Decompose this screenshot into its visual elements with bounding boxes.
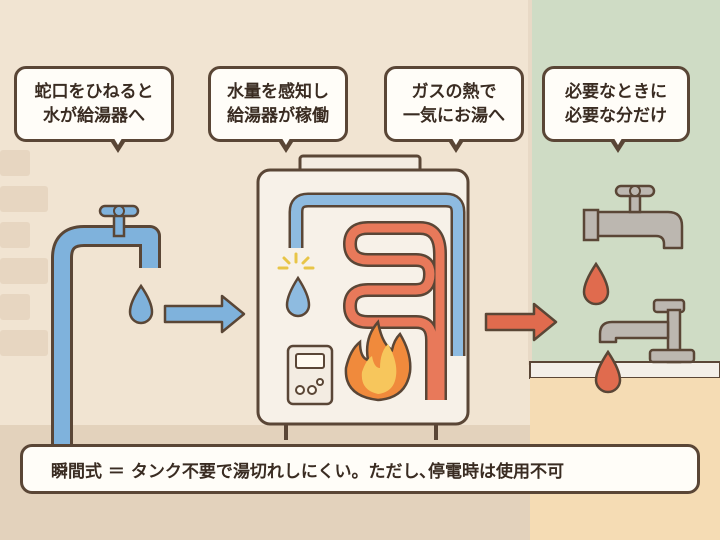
counter-top bbox=[529, 361, 720, 379]
arrow-right-icon bbox=[163, 294, 246, 334]
faucet-icon bbox=[582, 184, 684, 250]
caption-banner: 瞬間式 ＝ タンク不要で湯切れしにくい。ただし､停電時は使用不可 bbox=[20, 444, 700, 494]
water-drop-icon bbox=[128, 283, 154, 325]
bubble-tail bbox=[277, 135, 295, 153]
speech-bubble-step-3: ガスの熱で 一気にお湯へ bbox=[384, 66, 524, 153]
bubble-text-line1: 水量を感知し bbox=[227, 82, 329, 102]
speech-bubble-step-4: 必要なときに 必要な分だけ bbox=[542, 66, 690, 153]
bubble-tail bbox=[609, 135, 627, 153]
hot-water-drop-icon bbox=[594, 349, 622, 394]
faucet-icon bbox=[51, 204, 161, 445]
sensor-icon bbox=[277, 252, 315, 270]
arrow-right-icon bbox=[484, 302, 558, 342]
bubble-text-line1: ガスの熱で bbox=[411, 82, 497, 102]
flame-icon bbox=[344, 319, 412, 402]
water-drop-icon bbox=[285, 275, 311, 318]
control-panel-icon bbox=[286, 344, 334, 406]
kitchen-faucet-icon bbox=[598, 298, 696, 364]
bubble-text-line1: 蛇口をひねると bbox=[34, 82, 154, 102]
speech-bubble-step-2: 水量を感知し 給湯器が稼働 bbox=[208, 66, 348, 153]
bubble-tail bbox=[109, 135, 127, 153]
bubble-tail bbox=[447, 135, 465, 153]
cold-water-pipe bbox=[288, 192, 466, 356]
hot-water-drop-icon bbox=[582, 261, 610, 306]
caption-text: 瞬間式 ＝ タンク不要で湯切れしにくい。ただし､停電時は使用不可 bbox=[51, 461, 564, 482]
bubble-text-line2: 必要な分だけ bbox=[565, 106, 667, 126]
bubble-text-line2: 給湯器が稼働 bbox=[227, 106, 329, 126]
bubble-text-line2: 水が給湯器へ bbox=[43, 106, 145, 126]
heating-coil bbox=[343, 221, 447, 400]
brick-pattern bbox=[0, 150, 48, 356]
bubble-text-line1: 必要なときに bbox=[565, 82, 667, 102]
bubble-text-line2: 一気にお湯へ bbox=[403, 106, 505, 126]
wall-right bbox=[530, 0, 720, 365]
speech-bubble-step-1: 蛇口をひねると 水が給湯器へ bbox=[14, 66, 174, 153]
